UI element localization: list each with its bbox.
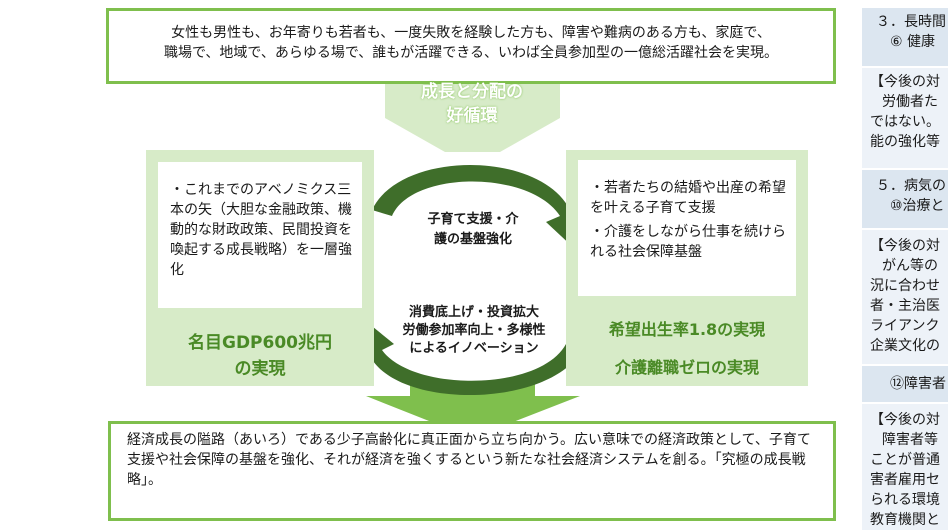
cycle-title: 成長と分配の 好循環	[388, 80, 556, 128]
doc-line: られる環境	[870, 492, 940, 508]
doc-section-12-header	[862, 366, 948, 402]
doc-line: ⑥ 健康	[890, 34, 936, 50]
adjacent-document-column: ３．長時間 ⑥ 健康 【今後の対 労働者た ではない。 能の強化等 ５．病気の …	[840, 0, 948, 530]
cycle-arrow-bottom	[354, 318, 582, 396]
top-down-arrow	[385, 82, 560, 152]
doc-line: 障害者等	[882, 432, 938, 448]
doc-line: ⑩治療と	[890, 198, 945, 214]
doc-line: がん等の	[882, 258, 938, 274]
left-goal-title: 名目GDP600兆円 の実現	[146, 330, 374, 382]
right-goal-care: 介護離職ゼロの実現	[614, 358, 759, 377]
doc-line: 教育機関と	[870, 512, 940, 528]
doc-line: 労働者た	[882, 94, 938, 110]
left-goal-line-2: の実現	[234, 359, 286, 379]
doc-line: 【今後の対	[870, 412, 940, 428]
doc-line: 企業文化の	[870, 338, 940, 354]
top-summary-line-1: 女性も男性も、お年寄りも若者も、一度失敗を経験した方も、障害や難病のある方も、家…	[171, 25, 771, 41]
doc-line: 者・主治医	[870, 298, 940, 314]
top-summary-box: 女性も男性も、お年寄りも若者も、一度失敗を経験した方も、障害や難病のある方も、家…	[106, 8, 836, 84]
doc-line: 【今後の対	[870, 238, 940, 254]
left-bullet: ・これまでのアベノミクス三本の矢（大胆な金融政策、機動的な財政政策、民間投資を喚…	[170, 182, 352, 278]
left-text-box: ・これまでのアベノミクス三本の矢（大胆な金融政策、機動的な財政政策、民間投資を喚…	[158, 162, 362, 308]
center-circle	[354, 152, 590, 388]
doc-line: ライアンク	[870, 318, 940, 334]
center-bottom-line-3: によるイノベーション	[409, 341, 539, 356]
center-bottom-line-2: 労働参加率向上・多様性	[402, 323, 546, 338]
left-goal-line-1: 名目GDP600兆円	[187, 333, 332, 353]
doc-section-5-header	[862, 170, 948, 228]
bottom-down-arrow	[366, 380, 580, 438]
center-bottom-text: 消費底上げ・投資拡大 労働参加率向上・多様性 によるイノベーション	[384, 304, 564, 358]
doc-line: ではない。	[870, 114, 940, 130]
top-summary-line-2: 職場で、地域で、あらゆる場で、誰もが活躍できる、いわば全員参加型の一億総活躍社会…	[163, 45, 779, 61]
doc-section-bg	[862, 404, 948, 530]
doc-section-bg	[862, 230, 948, 364]
doc-line: 能の強化等	[870, 134, 940, 150]
doc-line: ⑫障害者	[890, 376, 946, 392]
doc-line: 害者雇用セ	[870, 472, 940, 488]
bottom-summary-text: 経済成長の隘路（あいろ）である少子高齢化に真正面から立ち向かう。広い意味での経済…	[127, 432, 811, 488]
center-bottom-line-1: 消費底上げ・投資拡大	[408, 305, 539, 320]
bottom-summary-box: 経済成長の隘路（あいろ）である少子高齢化に真正面から立ち向かう。広い意味での経済…	[108, 421, 836, 521]
doc-line: ことが普通	[870, 452, 940, 468]
doc-section-bg	[862, 68, 948, 168]
right-goal-birthrate: 希望出生率1.8の実現	[608, 320, 766, 339]
center-top-line-2: 護の基盤強化	[433, 232, 512, 247]
cycle-title-line-2: 好循環	[446, 106, 498, 126]
center-top-text: 子育て支援・介 護の基盤強化	[398, 210, 548, 250]
doc-line: ３．長時間	[876, 14, 946, 30]
center-top-line-1: 子育て支援・介	[427, 212, 519, 227]
cycle-arrow-top	[372, 165, 586, 250]
cycle-title-line-1: 成長と分配の	[421, 82, 523, 102]
doc-line: 【今後の対	[870, 74, 940, 90]
doc-line: 況に合わせ	[870, 278, 940, 294]
right-bullet-2: ・介護をしながら仕事を続けられる社会保障基盤	[590, 224, 786, 260]
right-text-box: ・若者たちの結婚や出産の希望を叶える子育て支援 ・介護をしながら仕事を続けられる…	[578, 160, 796, 296]
doc-line: ５．病気の	[876, 178, 946, 194]
doc-section-3-header	[862, 8, 948, 66]
right-bullet-1: ・若者たちの結婚や出産の希望を叶える子育て支援	[590, 180, 786, 216]
